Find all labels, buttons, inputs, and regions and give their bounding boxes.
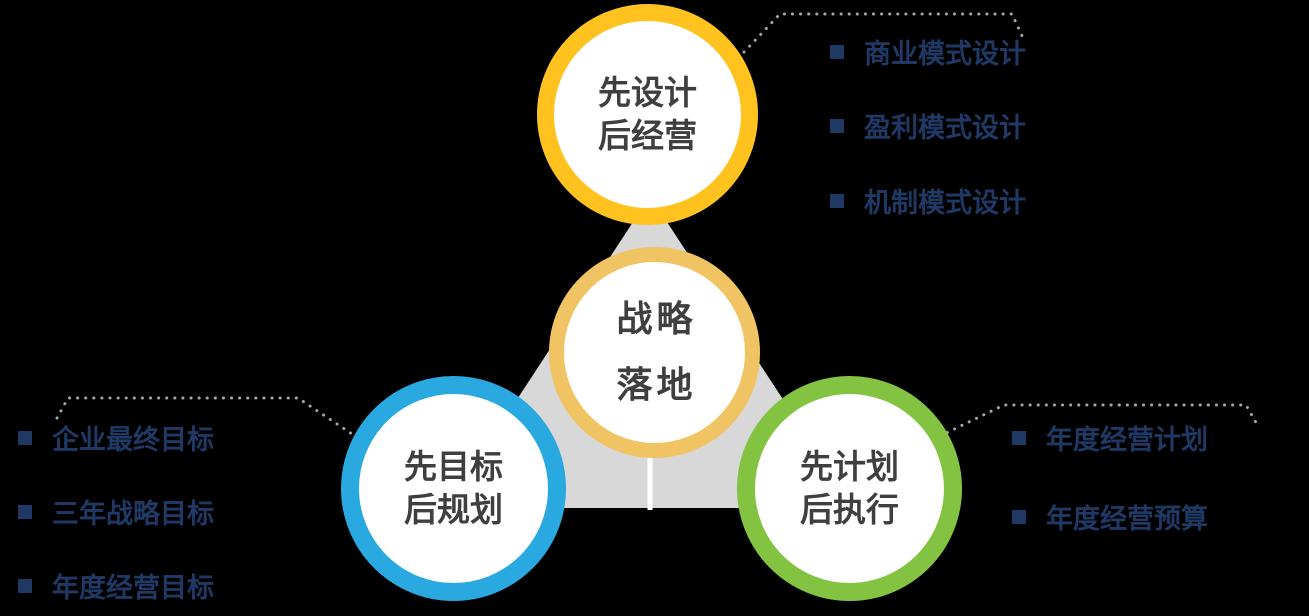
list-item-label: 年度经营预算 bbox=[1046, 504, 1208, 535]
list-item: 机制模式设计 bbox=[830, 181, 1026, 220]
list-item: 年度经营计划 bbox=[1012, 418, 1208, 457]
node-label-line: 后规划 bbox=[404, 489, 503, 529]
list-item-label: 盈利模式设计 bbox=[864, 113, 1026, 144]
node-label-line: 落地 bbox=[616, 364, 697, 406]
bullet-square-icon bbox=[18, 504, 32, 519]
list-item-label: 年度经营计划 bbox=[1046, 425, 1208, 456]
bullet-square-icon bbox=[18, 578, 32, 593]
list-item: 盈利模式设计 bbox=[830, 106, 1026, 145]
bullet-square-icon bbox=[1012, 430, 1026, 445]
leader-line-right-icon bbox=[938, 403, 1260, 438]
list-item: 年度经营预算 bbox=[1012, 497, 1208, 536]
leader-line-left-icon bbox=[55, 396, 354, 436]
node-label-line: 后执行 bbox=[800, 489, 899, 529]
list-item-label: 机制模式设计 bbox=[864, 188, 1026, 219]
node-strategy-landing: 战略 落地 bbox=[549, 247, 760, 458]
list-item-label: 企业最终目标 bbox=[52, 425, 214, 456]
node-goal-first: 先目标 后规划 bbox=[341, 376, 566, 601]
node-design-first: 先设计 后经营 bbox=[537, 4, 758, 225]
list-item: 企业最终目标 bbox=[18, 418, 214, 457]
bullet-square-icon bbox=[830, 118, 844, 133]
node-label-line: 战略 bbox=[616, 298, 697, 340]
leader-line-top-icon bbox=[742, 12, 1026, 54]
bullet-square-icon bbox=[830, 193, 844, 208]
node-plan-first: 先计划 后执行 bbox=[737, 376, 962, 601]
list-item: 商业模式设计 bbox=[830, 32, 1026, 71]
node-label-line: 后经营 bbox=[598, 115, 697, 155]
node-label-line: 先目标 bbox=[404, 447, 503, 487]
list-item-label: 年度经营目标 bbox=[52, 573, 214, 604]
list-item-label: 商业模式设计 bbox=[864, 39, 1026, 70]
bullet-square-icon bbox=[18, 430, 32, 445]
bullet-square-icon bbox=[1012, 509, 1026, 524]
list-item-label: 三年战略目标 bbox=[52, 499, 214, 530]
list-item: 三年战略目标 bbox=[18, 492, 214, 531]
list-item: 年度经营目标 bbox=[18, 566, 214, 605]
bullet-square-icon bbox=[830, 44, 844, 59]
node-label-line: 先计划 bbox=[800, 447, 899, 487]
node-label-line: 先设计 bbox=[598, 73, 697, 113]
